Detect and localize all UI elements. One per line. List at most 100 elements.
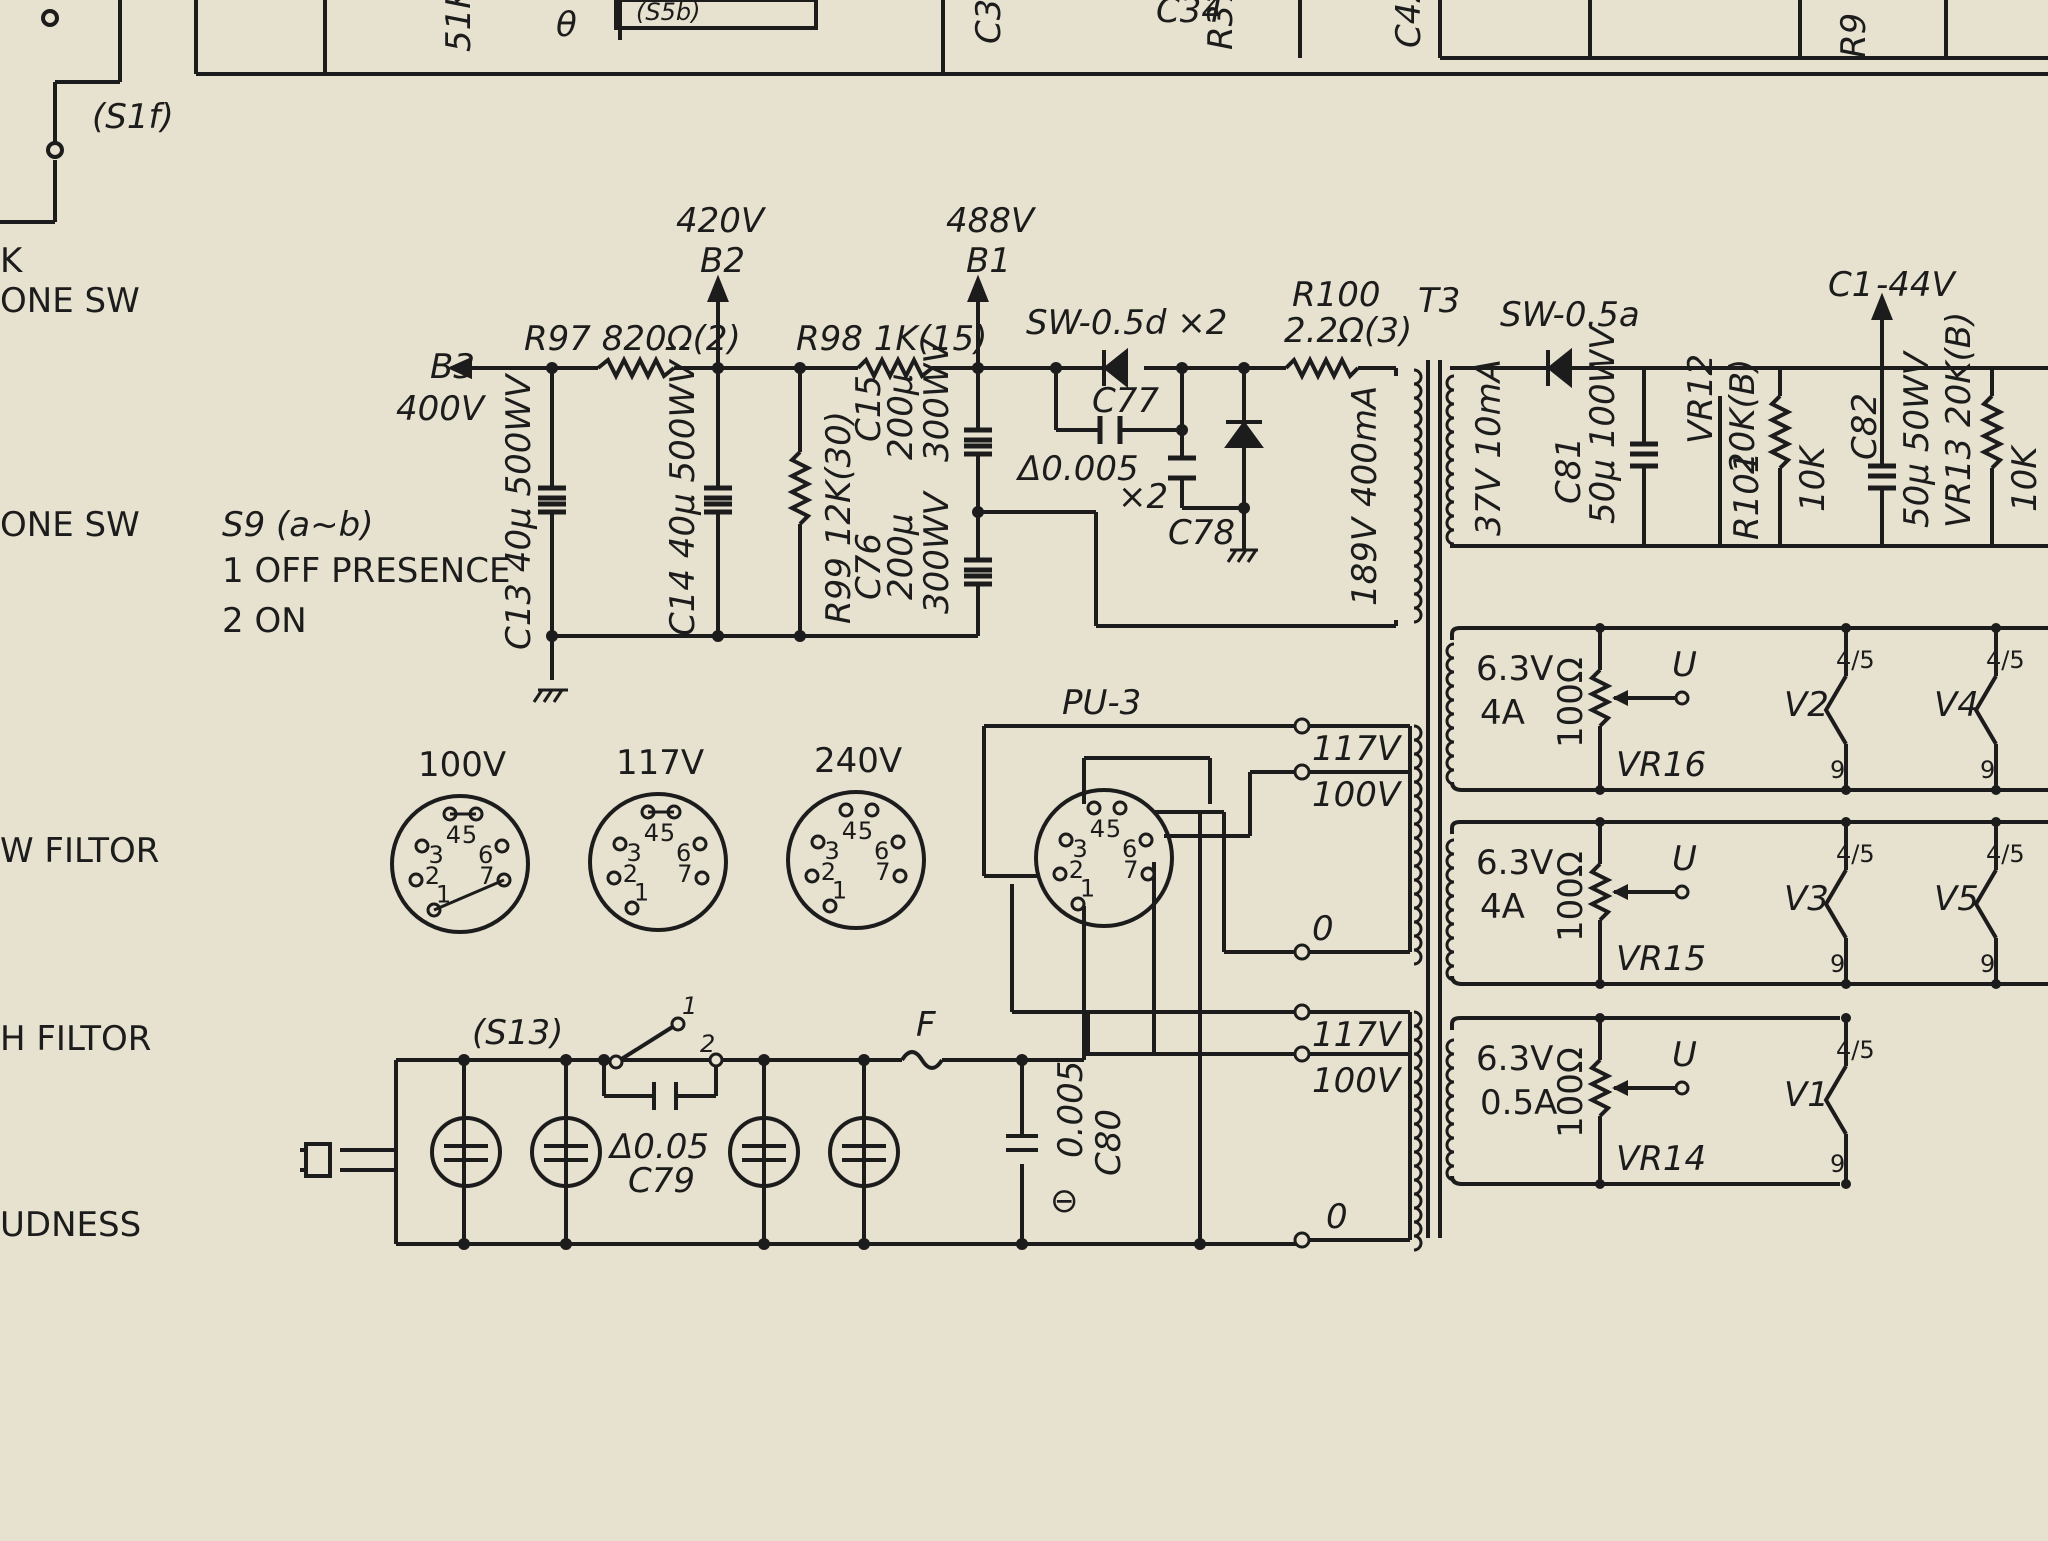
vr12-label: VR12 bbox=[1681, 354, 1721, 444]
socket-pin-number: 1 bbox=[1080, 875, 1095, 903]
heater-voltage: 6.3V bbox=[1476, 1039, 1553, 1079]
c15-name: C15 bbox=[849, 375, 889, 442]
switch-pos-2: 2 bbox=[700, 1030, 715, 1058]
c77-multiplier: ×2 bbox=[1118, 477, 1168, 517]
top-label: C34 bbox=[1156, 0, 1223, 31]
junction-dot bbox=[1991, 817, 2001, 827]
socket-pin bbox=[414, 838, 430, 854]
socket-pin-number: 1 bbox=[436, 881, 451, 909]
switch-legend-title: S9 (a~b) bbox=[222, 505, 373, 545]
junction-dot bbox=[1595, 1013, 1605, 1023]
switch-legend-item: 1 OFF PRESENCE bbox=[222, 551, 510, 591]
heater-bottom-rail bbox=[1450, 1175, 1840, 1186]
socket-pin bbox=[606, 870, 622, 886]
top-strip bbox=[194, 0, 2048, 76]
s1f-label: (S1f) bbox=[92, 97, 174, 137]
rail-b2-voltage: 420V bbox=[676, 201, 767, 241]
junction-dot bbox=[1595, 817, 1605, 827]
rail-b1-voltage: 488V bbox=[946, 201, 1037, 241]
transformer-core bbox=[1426, 360, 1442, 1238]
c77-value: Δ0.005 bbox=[1015, 449, 1139, 489]
t3-label: T3 bbox=[1418, 281, 1460, 321]
top-label: C42 bbox=[1389, 0, 1429, 48]
socket-pin-number: 7 bbox=[875, 858, 890, 886]
tube-pin-bottom: 9 bbox=[1980, 950, 1995, 978]
left-label-k: K bbox=[0, 241, 24, 281]
tube-pin-top: 4/5 bbox=[1836, 840, 1875, 868]
junction-dot bbox=[1841, 623, 1851, 633]
r99-label: R99 12K(30) bbox=[819, 411, 859, 624]
winding-coil bbox=[1413, 724, 1423, 966]
top-label: C36 bbox=[969, 0, 1009, 44]
heater-top-rail bbox=[1450, 820, 2048, 834]
socket-pin bbox=[1086, 800, 1102, 816]
bias-caps bbox=[1630, 441, 1896, 491]
u-terminal bbox=[1674, 690, 1690, 706]
c13-label: C13 40μ 500WV bbox=[499, 372, 539, 650]
capacitor-symbols bbox=[538, 416, 1196, 587]
u-label: U bbox=[1672, 839, 1697, 879]
mains-dots bbox=[458, 1054, 1206, 1250]
socket-pin-number: 5 bbox=[1106, 815, 1121, 843]
heater-bottom-rail bbox=[1450, 781, 2048, 792]
heater-voltage: 6.3V bbox=[1476, 649, 1553, 689]
junction-dot bbox=[1595, 1179, 1605, 1189]
heater-current: 4A bbox=[1480, 693, 1525, 733]
socket-pin bbox=[408, 872, 424, 888]
c81-label: C81 bbox=[1549, 437, 1589, 504]
tap-label: 0 bbox=[1312, 909, 1334, 949]
rail-arrows bbox=[447, 274, 1893, 380]
junction-dot bbox=[1841, 1013, 1851, 1023]
heater-voltage: 6.3V bbox=[1476, 843, 1553, 883]
c82-value: 50μ 50WV bbox=[1897, 349, 1937, 528]
junction-dot bbox=[1991, 623, 2001, 633]
c15-value: 200μ bbox=[881, 373, 921, 460]
socket-pin bbox=[1070, 896, 1086, 912]
c80-mark: ⊖ bbox=[1050, 1181, 1079, 1221]
tube-pin-top: 4/5 bbox=[1836, 1036, 1875, 1064]
tube-pin-top: 4/5 bbox=[1986, 646, 2025, 674]
c82-label: C82 bbox=[1845, 393, 1885, 460]
socket-pin bbox=[864, 802, 880, 818]
tube-pin-bottom: 9 bbox=[1830, 756, 1845, 784]
hv-winding-label: 189V 400mA bbox=[1345, 386, 1385, 606]
junction-dots bbox=[546, 362, 1250, 642]
filament-symbol bbox=[1973, 868, 1998, 940]
winding-coil bbox=[1445, 374, 1455, 546]
junction-dot bbox=[1991, 785, 2001, 795]
u-label: U bbox=[1672, 645, 1697, 685]
heater-top-rail bbox=[1450, 626, 2048, 640]
rail-c1-name: C1 bbox=[1828, 265, 1873, 305]
heater-pot bbox=[1587, 1058, 1613, 1118]
bias-wiring bbox=[1450, 366, 2048, 548]
switch-pos-1: 1 bbox=[682, 992, 697, 1020]
junction-dot bbox=[1595, 785, 1605, 795]
left-label-low-filter: W FILTOR bbox=[0, 831, 159, 871]
socket-pin-number: 2 bbox=[425, 862, 440, 890]
socket-pin-number: 5 bbox=[858, 817, 873, 845]
socket-pin bbox=[804, 868, 820, 884]
socket-pin bbox=[1112, 800, 1128, 816]
r101-label: R101 bbox=[1727, 451, 1767, 540]
socket-pin bbox=[892, 868, 908, 884]
tube-pin-top: 4/5 bbox=[1836, 646, 1875, 674]
pu3-label: PU-3 bbox=[1062, 683, 1141, 723]
socket-pin-number: 2 bbox=[821, 858, 836, 886]
winding-coil bbox=[1413, 368, 1423, 624]
left-label-loudness: UDNESS bbox=[0, 1205, 141, 1245]
filament-symbol bbox=[1973, 674, 1998, 746]
top-label: R9 bbox=[1834, 13, 1874, 58]
socket-pin bbox=[1140, 866, 1156, 882]
filament-symbol bbox=[1823, 674, 1848, 746]
u-terminal bbox=[1674, 884, 1690, 900]
socket-pin-number: 6 bbox=[676, 839, 691, 867]
tube-pin-bottom: 9 bbox=[1830, 950, 1845, 978]
c15-wv: 300WV bbox=[917, 337, 957, 462]
winding-coil bbox=[1413, 1010, 1423, 1252]
winding-coil bbox=[1445, 642, 1455, 786]
tap-label: 117V bbox=[1312, 1015, 1403, 1055]
pot-wiper-arrow bbox=[1612, 690, 1628, 706]
